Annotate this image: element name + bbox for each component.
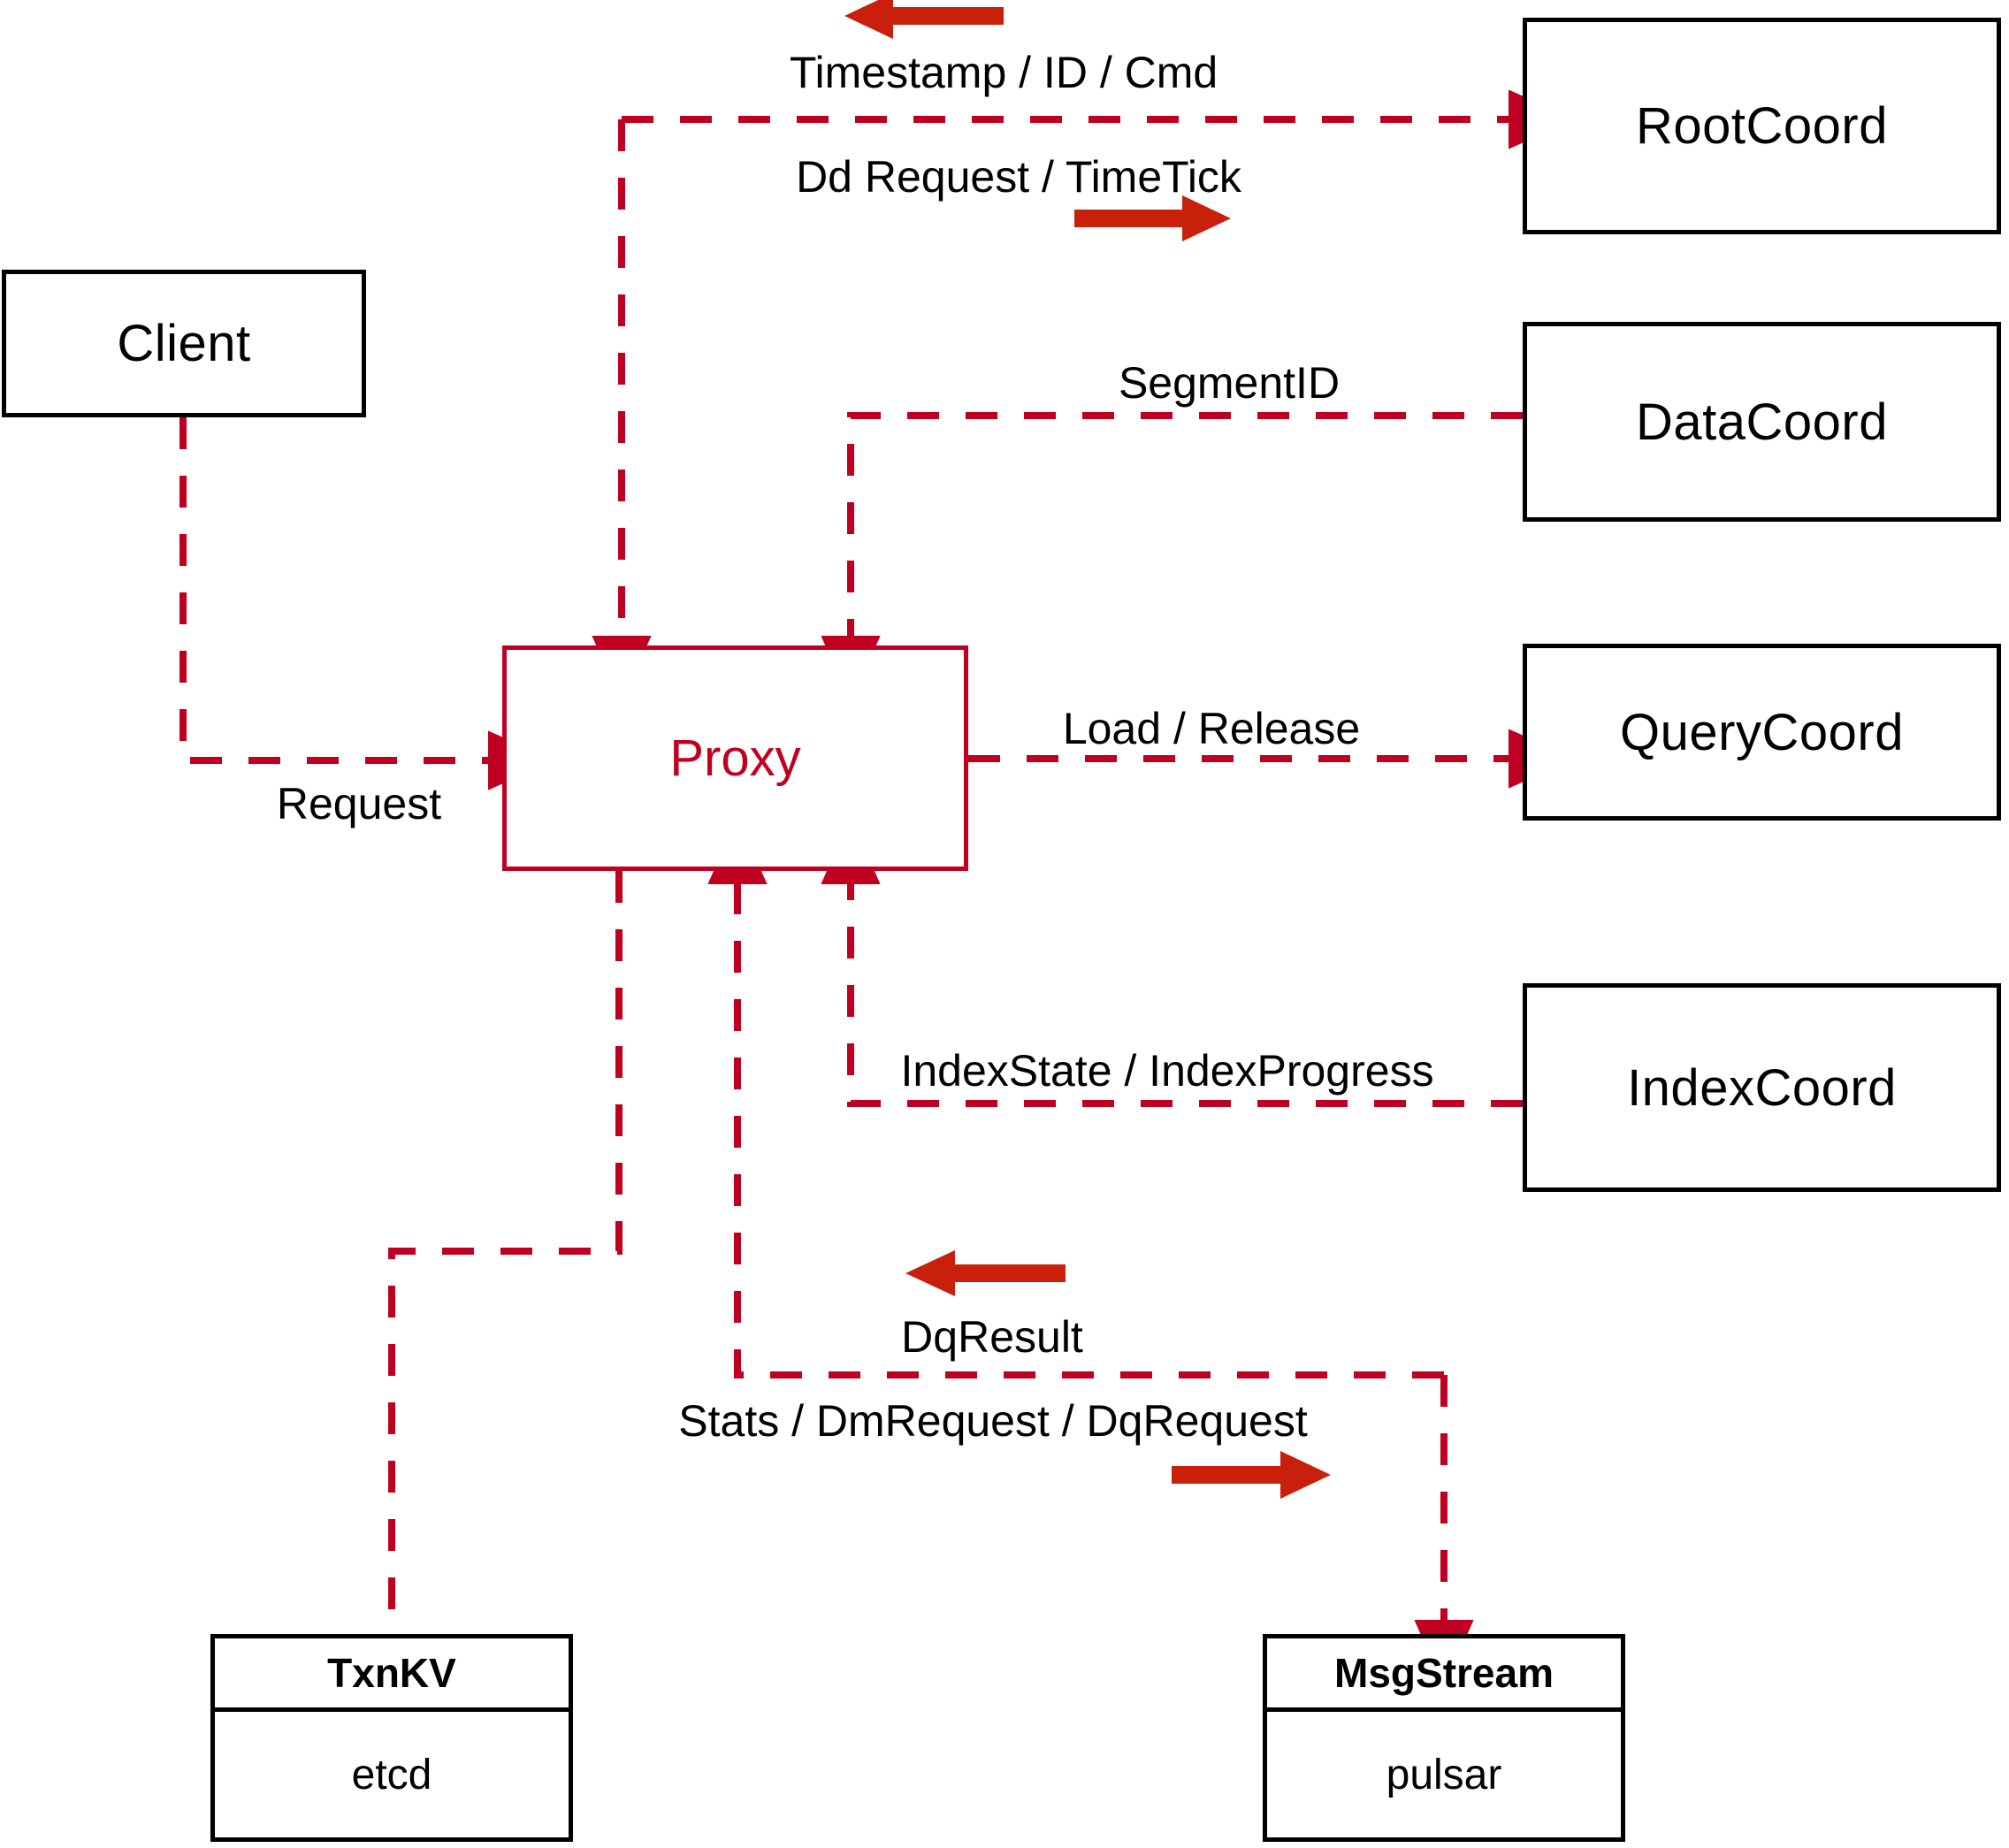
edge-label-load-release: Load / Release xyxy=(1062,704,1361,753)
edge-datacoord-to-proxy xyxy=(821,412,1523,703)
direction-marker-timestamp xyxy=(844,0,1004,39)
edge-indexcoord-to-proxy xyxy=(821,817,1523,1107)
node-rootcoord[interactable]: RootCoord xyxy=(1523,18,2001,234)
edge-label-segmentid: SegmentID xyxy=(1118,358,1341,408)
edge-label-dd-request-timetick: Dd Request / TimeTick xyxy=(796,152,1241,202)
node-datacoord[interactable]: DataCoord xyxy=(1523,322,2001,522)
node-rootcoord-label: RootCoord xyxy=(1636,97,1888,155)
store-msgstream-title: MsgStream xyxy=(1267,1638,1621,1712)
node-querycoord-label: QueryCoord xyxy=(1620,703,1904,761)
node-indexcoord[interactable]: IndexCoord xyxy=(1523,983,2001,1192)
edge-msgstream-to-proxy xyxy=(707,817,1444,1378)
edge-label-request: Request xyxy=(276,779,442,829)
store-msgstream-impl: pulsar xyxy=(1386,1751,1502,1798)
direction-marker-stats xyxy=(1172,1451,1331,1499)
node-proxy-label: Proxy xyxy=(669,729,801,787)
node-querycoord[interactable]: QueryCoord xyxy=(1523,644,2001,821)
store-txnkv[interactable]: TxnKV etcd xyxy=(210,1634,573,1842)
store-msgstream[interactable]: MsgStream pulsar xyxy=(1263,1634,1625,1842)
edge-label-stats-dmrequest-dqrequest: Stats / DmRequest / DqRequest xyxy=(678,1396,1308,1446)
store-txnkv-title: TxnKV xyxy=(215,1638,569,1712)
node-datacoord-label: DataCoord xyxy=(1636,393,1888,451)
edge-label-dqresult: DqResult xyxy=(901,1312,1083,1362)
direction-marker-ddrequest xyxy=(1074,195,1231,241)
node-indexcoord-label: IndexCoord xyxy=(1627,1058,1897,1117)
direction-marker-dqresult xyxy=(905,1250,1066,1296)
node-client-label: Client xyxy=(117,315,251,372)
edge-client-to-proxy xyxy=(180,417,555,790)
store-txnkv-impl: etcd xyxy=(351,1751,432,1798)
edge-label-timestamp-id-cmd: Timestamp / ID / Cmd xyxy=(789,48,1218,97)
edge-proxy-to-txnkv xyxy=(388,871,623,1634)
edge-label-indexstate-indexprogress: IndexState / IndexProgress xyxy=(900,1046,1434,1096)
node-proxy[interactable]: Proxy xyxy=(502,645,968,871)
node-client[interactable]: Client xyxy=(2,270,366,417)
